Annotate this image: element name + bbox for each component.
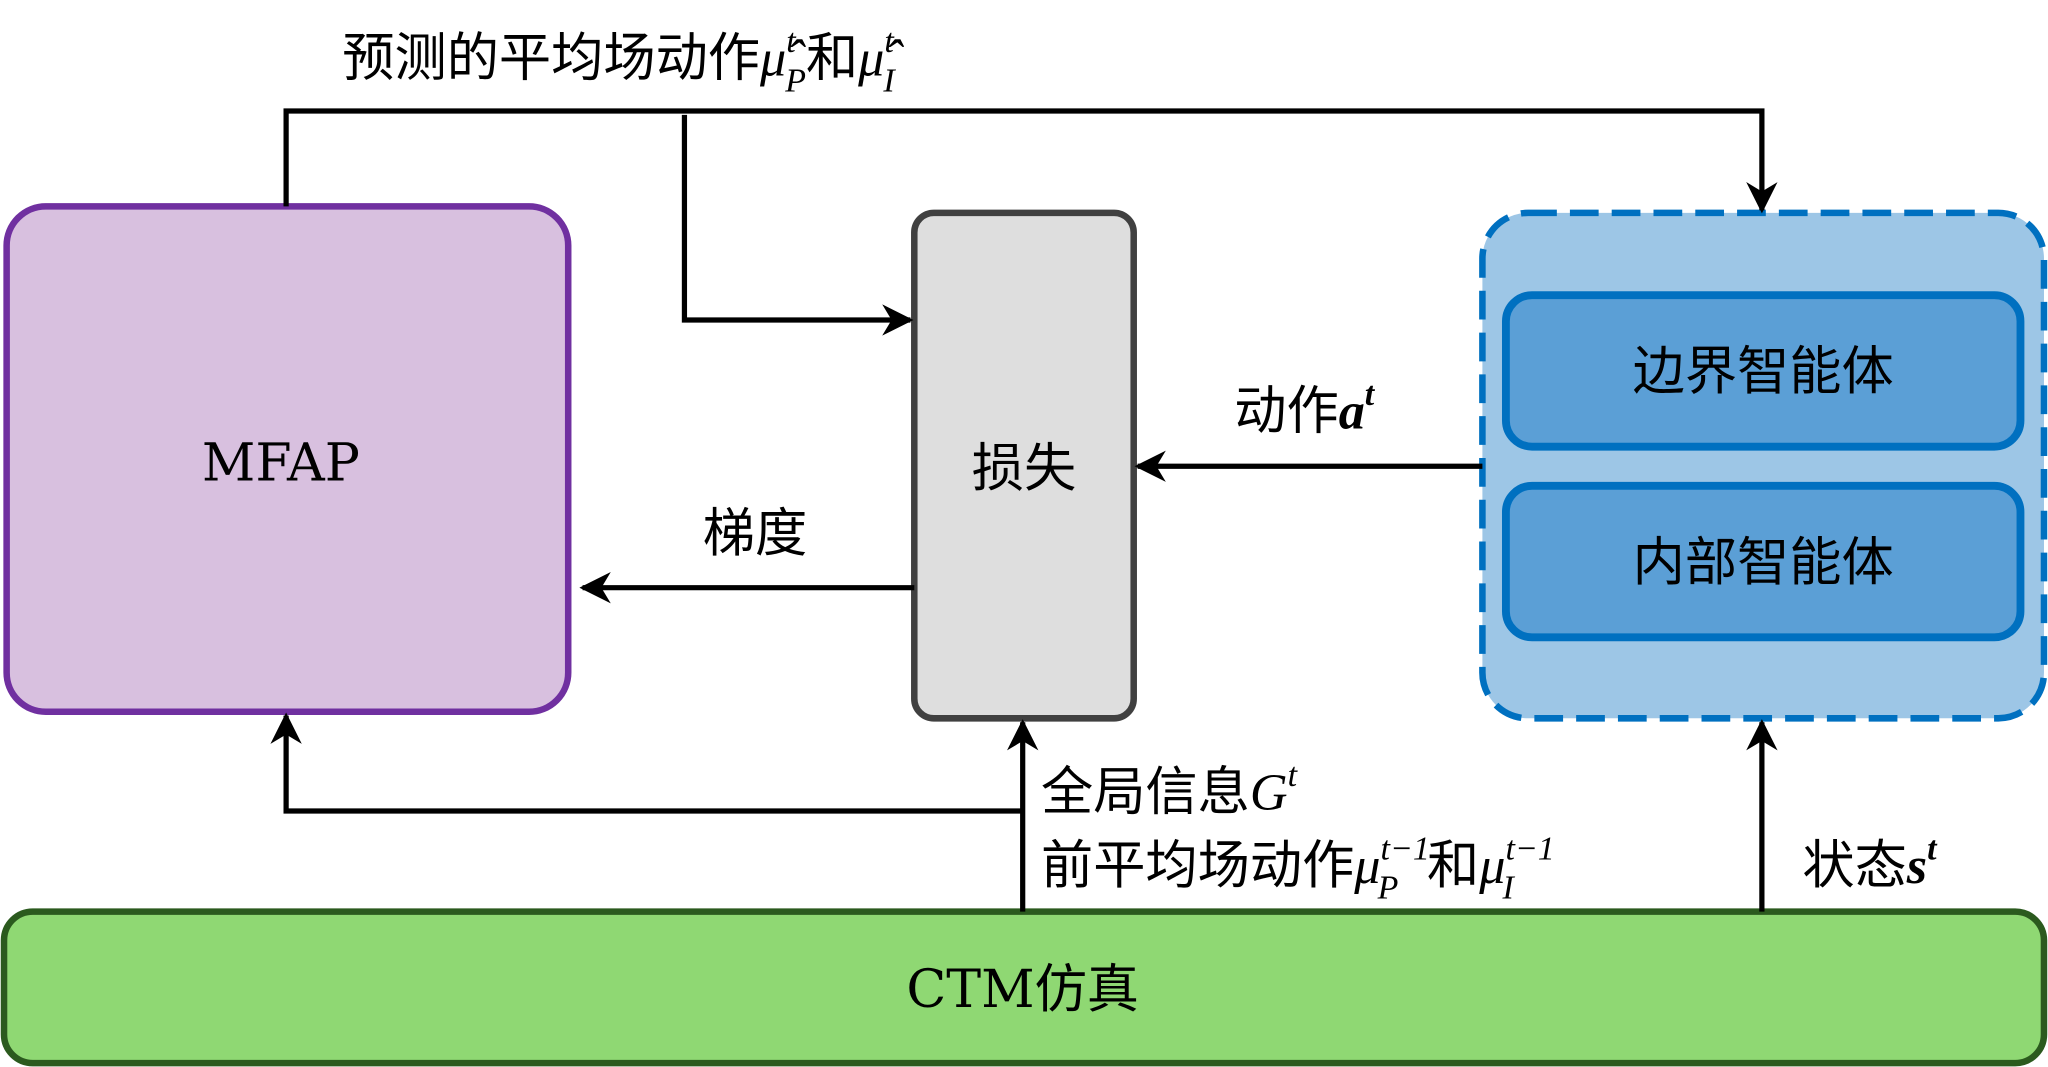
internal-agent-box: 内部智能体 bbox=[1501, 481, 2025, 642]
loss-label: 损失 bbox=[972, 439, 1076, 499]
boundary-agent-label: 边界智能体 bbox=[1633, 342, 1894, 402]
action-label: 动作at bbox=[1234, 376, 1376, 442]
info-to-mfap-arrow bbox=[270, 712, 1023, 814]
predicted-action-arrow bbox=[283, 108, 1778, 214]
ctm-label: CTM仿真 bbox=[906, 960, 1139, 1020]
ctm-box: CTM仿真 bbox=[0, 908, 2048, 1067]
mfap-box: MFAP bbox=[3, 203, 572, 716]
state-label: 状态st bbox=[1802, 830, 1938, 896]
gradient-label: 梯度 bbox=[703, 504, 807, 564]
loss-box: 损失 bbox=[911, 209, 1137, 722]
agent-group: 边界智能体 内部智能体 bbox=[1479, 209, 2048, 722]
mfap-label: MFAP bbox=[202, 434, 360, 494]
global-info-label: 全局信息Gt bbox=[1041, 757, 1299, 823]
internal-agent-label: 内部智能体 bbox=[1633, 533, 1894, 593]
predicted-to-loss-arrow bbox=[681, 114, 914, 336]
boundary-agent-box: 边界智能体 bbox=[1501, 291, 2025, 451]
